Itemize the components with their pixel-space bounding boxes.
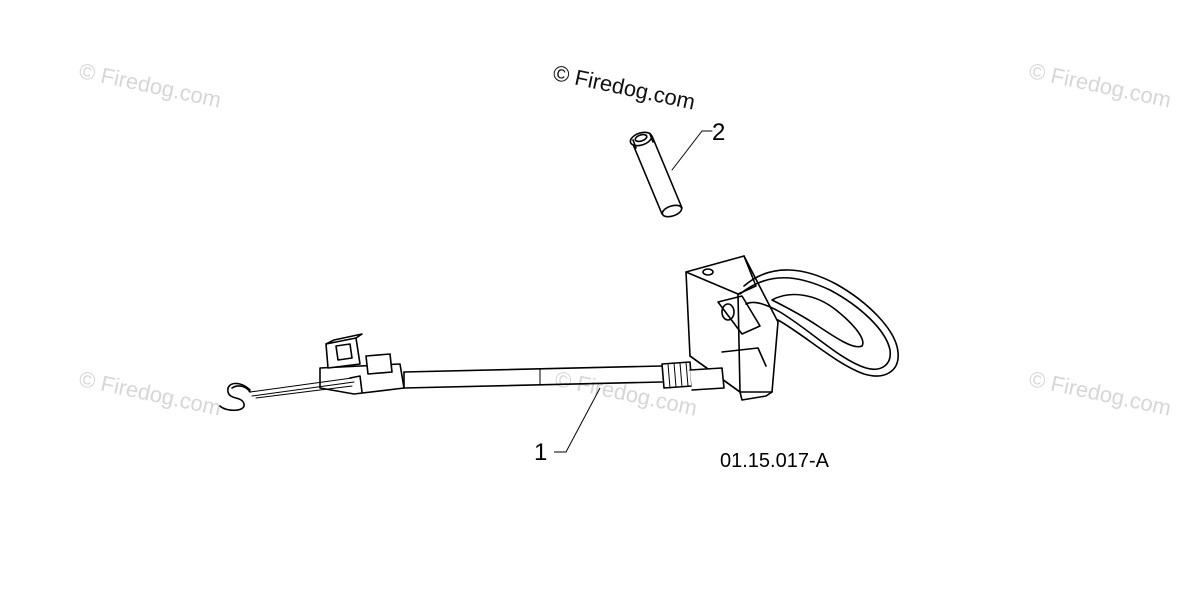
figure-code: 01.15.017-A xyxy=(720,450,829,472)
lever-handle xyxy=(739,269,899,377)
cable-part xyxy=(403,361,693,389)
callout-label-2: 2 xyxy=(712,119,726,146)
callout-label-1: 1 xyxy=(534,439,548,466)
leader-line-2 xyxy=(671,130,713,171)
pin-part xyxy=(629,131,683,218)
leader-line-1 xyxy=(554,387,601,453)
cable-wire-end xyxy=(219,377,355,412)
cable-end-block xyxy=(319,333,405,395)
